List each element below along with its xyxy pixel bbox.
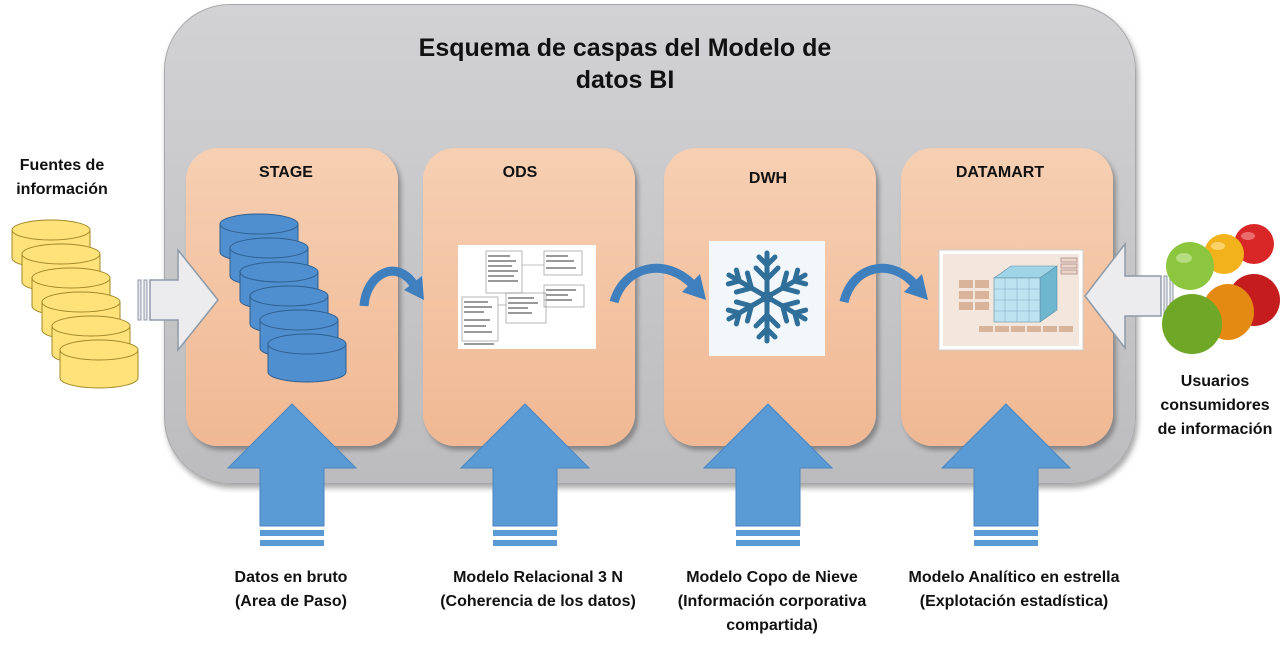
flow-arrow-dwh-datamart bbox=[839, 263, 928, 304]
input-arrow-icon bbox=[137, 247, 219, 353]
caption-stage: Datos en bruto (Area de Paso) bbox=[186, 566, 396, 614]
caption-ods-line2: (Coherencia de los datos) bbox=[440, 593, 636, 610]
caption-datamart: Modelo Analítico en estrella (Explotació… bbox=[896, 566, 1132, 614]
olap-cube-icon bbox=[938, 249, 1084, 351]
caption-dwh-line3: compartida) bbox=[726, 617, 818, 634]
diagram-title: Esquema de caspas del Modelo de datos BI bbox=[418, 34, 832, 94]
flow-arrow-ods-dwh bbox=[609, 263, 706, 304]
sources-label: Fuentes de información bbox=[16, 157, 108, 198]
caption-stage-line1: Datos en bruto bbox=[234, 569, 348, 586]
users-label: Usuarios consumidores de información bbox=[1157, 373, 1273, 438]
caption-ods: Modelo Relacional 3 N (Coherencia de los… bbox=[418, 566, 658, 614]
stage-label-stage: STAGE bbox=[259, 164, 313, 181]
upward-arrow-dwh bbox=[702, 403, 834, 546]
caption-stage-line2: (Area de Paso) bbox=[234, 593, 348, 610]
stage-label-ods: ODS bbox=[502, 164, 538, 181]
database-cylinder bbox=[267, 333, 347, 383]
caption-ods-line1: Modelo Relacional 3 N bbox=[453, 569, 623, 586]
caption-datamart-line1: Modelo Analítico en estrella bbox=[908, 569, 1120, 586]
flow-arrow-stage-ods bbox=[359, 266, 424, 307]
stage-database-icon bbox=[219, 213, 347, 383]
users-group-icon bbox=[1162, 224, 1280, 354]
caption-dwh: Modelo Copo de Nieve (Información corpor… bbox=[662, 566, 882, 638]
caption-datamart-line2: (Explotación estadística) bbox=[919, 593, 1109, 610]
upward-arrow-ods bbox=[459, 403, 591, 546]
upward-arrow-datamart bbox=[940, 403, 1072, 546]
database-cylinder bbox=[59, 339, 139, 389]
caption-dwh-line2: (Información corporativa bbox=[677, 593, 867, 610]
source-database-icon bbox=[11, 219, 139, 389]
snowflake-icon bbox=[709, 241, 825, 356]
caption-dwh-line1: Modelo Copo de Nieve bbox=[686, 569, 858, 586]
relational-model-icon bbox=[458, 245, 596, 349]
upward-arrow-stage bbox=[226, 403, 358, 546]
stage-label-datamart: DATAMART bbox=[955, 164, 1045, 181]
stage-label-dwh: DWH bbox=[748, 170, 788, 187]
